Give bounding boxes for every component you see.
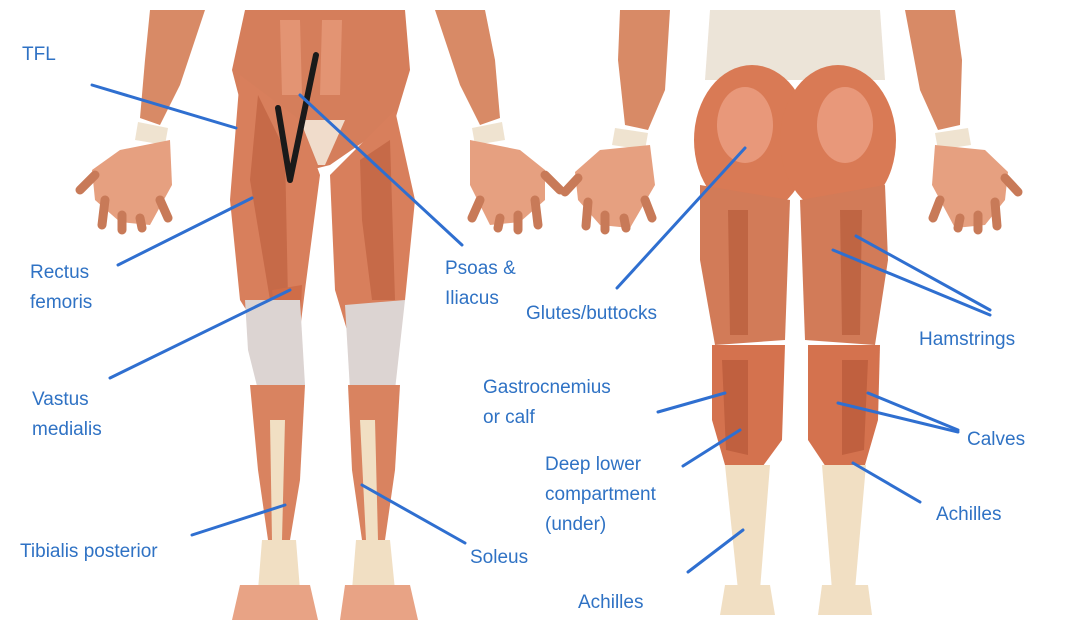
label-tfl: TFL xyxy=(22,40,56,70)
label-hamstrings: Hamstrings xyxy=(919,325,1015,355)
calves-pointer-1 xyxy=(868,393,958,430)
label-gastrocnemius: Gastrocnemius or calf xyxy=(483,373,611,433)
label-vastus-medialis: Vastus medialis xyxy=(32,385,102,445)
back-left-leg xyxy=(700,185,790,615)
front-left-arm xyxy=(80,10,205,230)
label-glutes: Glutes/buttocks xyxy=(526,299,657,329)
label-soleus: Soleus xyxy=(470,543,528,573)
label-achilles-bottom: Achilles xyxy=(578,588,643,618)
back-right-arm xyxy=(905,10,1018,230)
front-left-leg xyxy=(230,75,320,620)
label-deep-lower-compartment: Deep lower compartment (under) xyxy=(545,450,656,540)
label-tibialis-posterior: Tibialis posterior xyxy=(20,537,158,567)
front-right-arm xyxy=(435,10,560,230)
label-rectus-femoris: Rectus femoris xyxy=(30,258,92,318)
front-right-leg xyxy=(330,110,418,620)
label-achilles-right: Achilles xyxy=(936,500,1001,530)
back-right-leg xyxy=(800,185,888,615)
label-calves: Calves xyxy=(967,425,1025,455)
label-psoas-iliacus: Psoas & Iliacus xyxy=(445,254,516,314)
back-left-arm xyxy=(565,10,670,230)
